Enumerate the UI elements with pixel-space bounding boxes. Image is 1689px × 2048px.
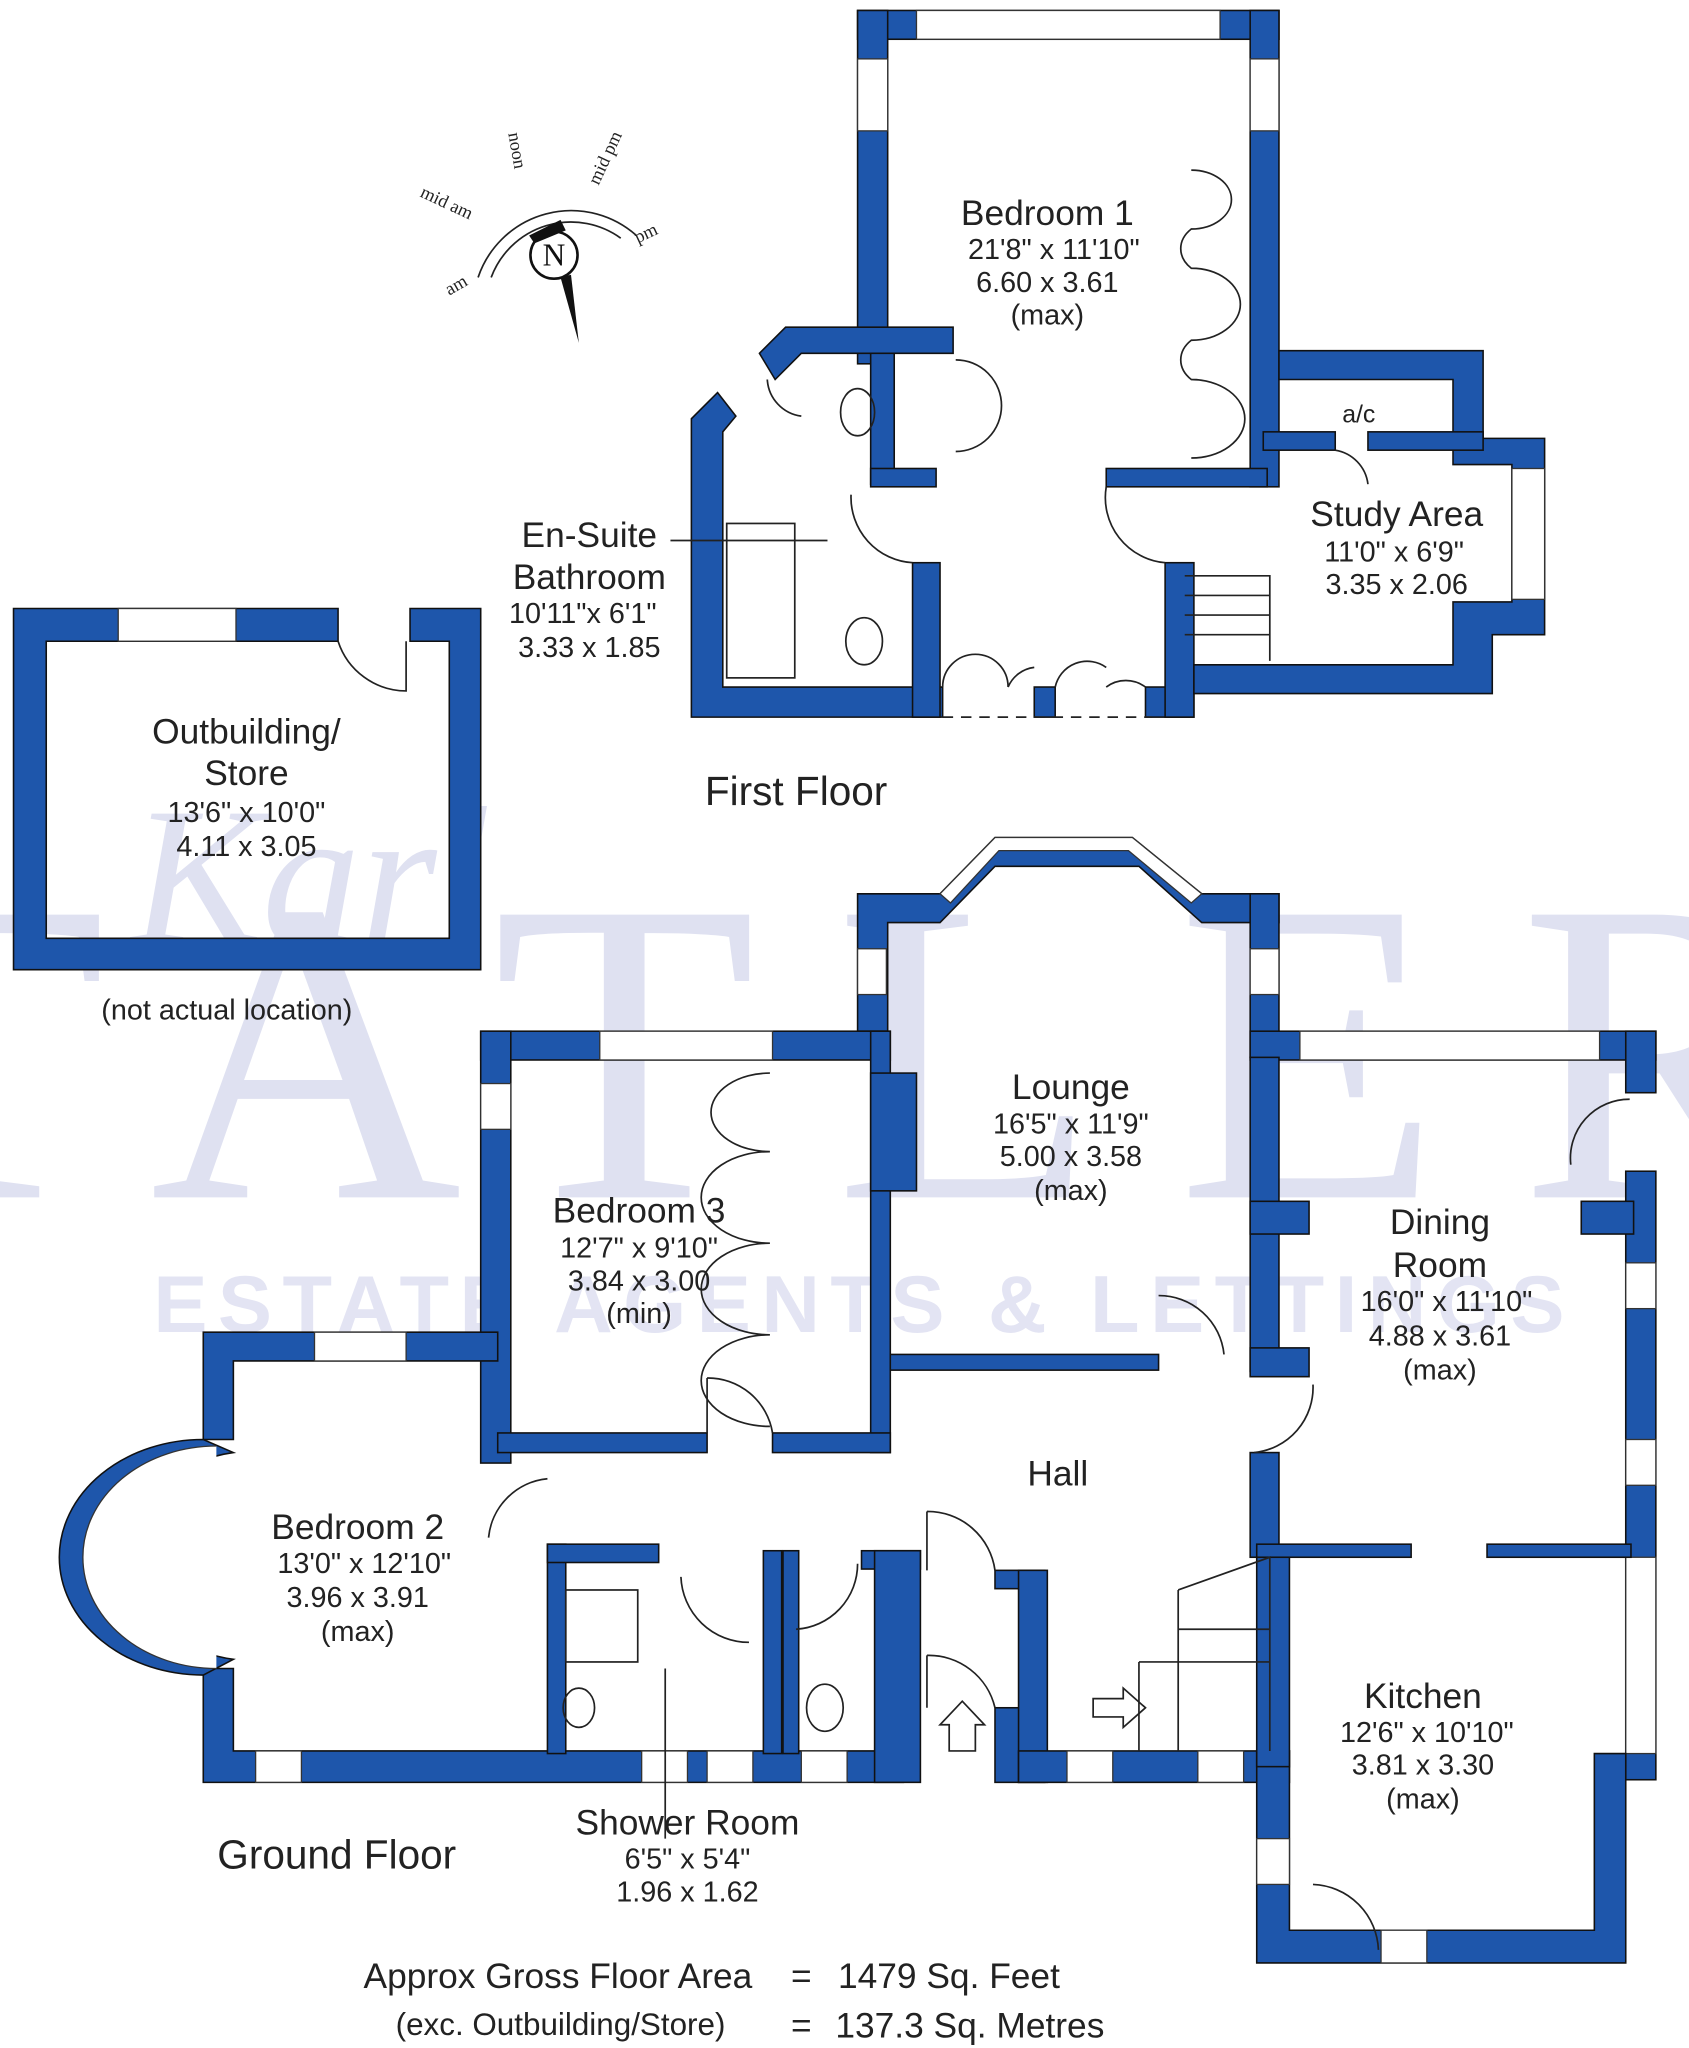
ensuite-name1: En-Suite <box>522 516 658 555</box>
outbuilding-note: (not actual location) <box>101 994 352 1026</box>
area-note: (exc. Outbuilding/Store) <box>396 2007 726 2042</box>
outbuilding-imperial: 13'6" x 10'0" <box>168 797 326 829</box>
dining-imperial: 16'0" x 11'10" <box>1361 1286 1533 1318</box>
compass-mid-am: mid am <box>418 182 477 224</box>
bedroom3-imperial: 12'7" x 9'10" <box>560 1233 718 1265</box>
bedroom1-name: Bedroom 1 <box>961 194 1134 233</box>
ensuite-name2: Bathroom <box>513 558 666 597</box>
kitchen-imperial: 12'6" x 10'10" <box>1340 1717 1514 1749</box>
compass-north: N <box>543 238 566 273</box>
bedroom1-note: (max) <box>1011 300 1085 332</box>
bedroom3-note: (min) <box>606 1298 672 1330</box>
bedroom3-name: Bedroom 3 <box>553 1191 726 1230</box>
first-floor-walls <box>690 9 1546 718</box>
lounge-metric: 5.00 x 3.58 <box>1000 1141 1142 1173</box>
shower-metric: 1.96 x 1.62 <box>616 1876 758 1908</box>
kitchen-metric: 3.81 x 3.30 <box>1352 1749 1494 1781</box>
lounge-name: Lounge <box>1012 1068 1130 1107</box>
compass-pm: pm <box>631 219 661 247</box>
bedroom2-imperial: 13'0" x 12'10" <box>277 1548 451 1580</box>
study-metric: 3.35 x 2.06 <box>1326 569 1468 601</box>
outbuilding-metric: 4.11 x 3.05 <box>176 831 316 863</box>
compass-noon: noon <box>504 131 530 171</box>
ground-floor-title: Ground Floor <box>217 1832 456 1878</box>
study-imperial: 11'0" x 6'9" <box>1324 536 1464 568</box>
ensuite-metric: 3.33 x 1.85 <box>518 632 660 664</box>
kitchen-note: (max) <box>1386 1784 1460 1816</box>
bedroom2-metric: 3.96 x 3.91 <box>287 1582 429 1614</box>
ac-label: a/c <box>1342 401 1375 429</box>
kitchen-name: Kitchen <box>1364 1677 1482 1716</box>
hall-name: Hall <box>1027 1454 1088 1493</box>
bedroom3-metric: 3.84 x 3.00 <box>568 1265 710 1297</box>
bedroom2-note: (max) <box>321 1616 395 1648</box>
outbuilding-name2: Store <box>204 754 288 793</box>
area-sqft: 1479 Sq. Feet <box>838 1957 1060 1996</box>
compass-mid-pm: mid pm <box>584 128 626 188</box>
dining-name2: Room <box>1393 1246 1487 1285</box>
dining-metric: 4.88 x 3.61 <box>1369 1320 1511 1352</box>
area-sqm: 137.3 Sq. Metres <box>835 2007 1104 2046</box>
labels: Bedroom 1 21'8" x 11'10" 6.60 x 3.61 (ma… <box>101 194 1532 1908</box>
lounge-imperial: 16'5" x 11'9" <box>993 1108 1149 1140</box>
outbuilding-walls <box>12 607 482 971</box>
bedroom1-imperial: 21'8" x 11'10" <box>968 234 1140 266</box>
study-name: Study Area <box>1310 495 1483 534</box>
compass: N am mid am noon mid pm pm <box>418 128 661 343</box>
bedroom1-metric: 6.60 x 3.61 <box>976 267 1118 299</box>
compass-am: am <box>441 271 470 300</box>
lounge-note: (max) <box>1034 1175 1108 1207</box>
dining-name1: Dining <box>1390 1203 1490 1242</box>
area-summary: Approx Gross Floor Area = 1479 Sq. Feet … <box>364 1957 1105 2046</box>
ground-floor-walls <box>58 836 1657 1964</box>
ensuite-imperial: 10'11"x 6'1" <box>509 598 657 630</box>
bedroom2-name: Bedroom 2 <box>271 1508 444 1547</box>
area-label: Approx Gross Floor Area <box>364 1957 753 1996</box>
area-eq: = <box>791 1957 812 1996</box>
outbuilding-name1: Outbuilding/ <box>152 712 341 751</box>
shower-imperial: 6'5" x 5'4" <box>625 1844 751 1876</box>
first-floor-title: First Floor <box>705 768 887 814</box>
shower-name: Shower Room <box>576 1804 800 1843</box>
area-eq2: = <box>791 2007 812 2046</box>
dining-note: (max) <box>1403 1354 1477 1386</box>
